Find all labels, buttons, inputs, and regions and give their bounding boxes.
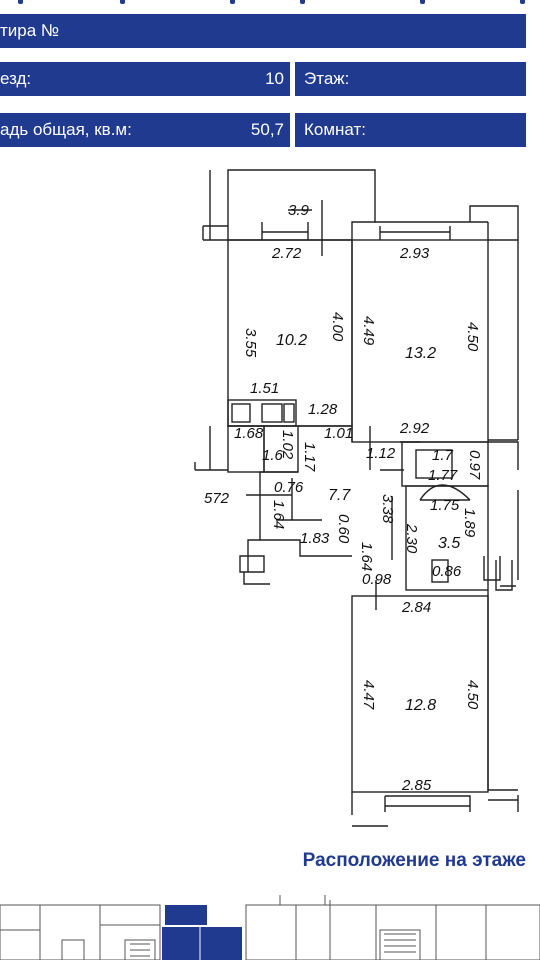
dim-16: 1.6 (262, 447, 284, 464)
entrance-bar: езд: 10 (0, 62, 290, 96)
kitchen-side: 3.55 (242, 328, 259, 358)
room2-area: 12.8 (405, 697, 436, 714)
room1-bottom: 2.92 (399, 420, 430, 437)
dim-338: 3.38 (379, 494, 396, 524)
highlight-block-top (165, 905, 207, 925)
dim-183: 1.83 (300, 530, 330, 547)
room1-area: 13.2 (405, 345, 436, 362)
niche-dim: 1.51 (250, 380, 279, 397)
room2-left: 4.47 (360, 680, 377, 710)
highlight-block-bottom (162, 927, 242, 960)
kitchen-depth: 4.00 (329, 312, 346, 342)
dim-572: 572 (204, 490, 230, 507)
dim-098: 0.98 (362, 571, 392, 588)
dim-117: 1.17 (301, 442, 318, 472)
dim-175: 1.75 (430, 497, 460, 514)
room1-left: 4.49 (360, 316, 377, 346)
apartment-number-label: тира № (0, 21, 60, 40)
area-value: 50,7 (250, 120, 284, 139)
dim-17: 1.7 (432, 447, 454, 464)
rooms-label: Комнат: (304, 120, 367, 139)
room1-right: 4.50 (464, 322, 481, 352)
dim-102: 1.02 (279, 430, 296, 460)
room2-top: 2.84 (401, 599, 431, 616)
dim-164a: 1.64 (270, 500, 287, 529)
floor-plan: 3.9 2.72 2.93 3.55 10.2 4.00 4.49 13.2 4… (194, 169, 519, 827)
kitchen-width: 2.72 (271, 245, 302, 262)
floor-location-title: Расположение на этаже (302, 850, 526, 871)
room2-right: 4.50 (464, 680, 481, 710)
dim-230: 2.30 (403, 523, 420, 554)
dim-112: 1.12 (366, 445, 396, 462)
dim-177: 1.77 (428, 467, 458, 484)
area-label: адь общая, кв.м: (0, 120, 132, 139)
room2-bottom: 2.85 (401, 777, 432, 794)
dim-189: 1.89 (461, 508, 478, 538)
entrance-label: езд: (0, 69, 32, 88)
floor-location-map (0, 895, 540, 960)
entrance-value: 10 (265, 69, 284, 88)
dim-164b: 1.64 (358, 542, 375, 571)
dim-128: 1.28 (308, 401, 338, 418)
kitchen-area: 10.2 (276, 332, 307, 349)
dim-168: 1.68 (234, 425, 264, 442)
dim-097: 0.97 (466, 450, 483, 480)
balcony-dim: 3.9 (288, 202, 310, 219)
bath-area: 3.5 (438, 535, 460, 552)
floor-label: Этаж: (304, 69, 350, 88)
rooms-bar: Комнат: (295, 113, 526, 147)
floor-bar: Этаж: (295, 62, 526, 96)
dim-101: 1.01 (324, 425, 353, 442)
dim-086: 0.86 (432, 563, 462, 580)
apartment-number-bar: тира № (0, 14, 526, 48)
cropped-top-line (0, 0, 540, 5)
dim-076: 0.76 (274, 479, 304, 496)
room2-outline (351, 595, 489, 793)
area-bar: адь общая, кв.м: 50,7 (0, 113, 290, 147)
hall-area: 7.7 (328, 487, 351, 504)
dim-060: 0.60 (335, 514, 352, 544)
room1-width: 2.93 (399, 245, 430, 262)
